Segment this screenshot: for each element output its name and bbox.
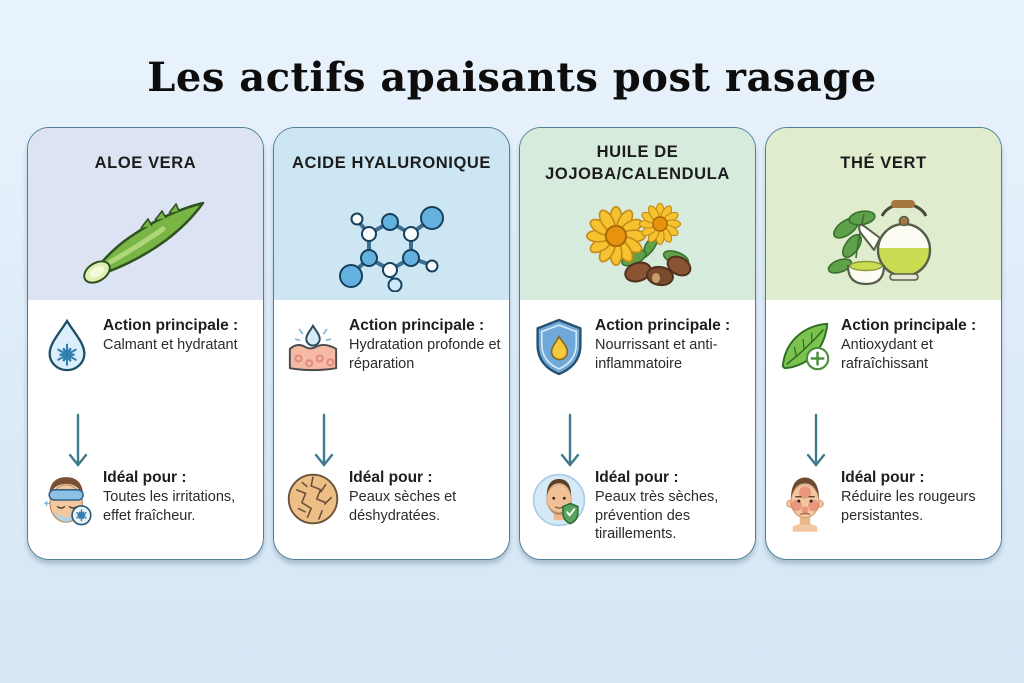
card-huile-jojoba-calendula: HUILE DE JOJOBA/CALENDULA bbox=[519, 127, 756, 560]
card-header: THÉ VERT bbox=[766, 128, 1001, 300]
card-title: THÉ VERT bbox=[840, 153, 927, 172]
ideal-text: Toutes les irritations, effet fraîcheur. bbox=[103, 489, 236, 524]
aloe-vera-leaf-icon bbox=[82, 201, 204, 284]
cards-container: ALOE VERA bbox=[0, 127, 1024, 560]
calendula-jojoba-icon bbox=[572, 192, 691, 287]
action-text: Calmant et hydratant bbox=[103, 337, 238, 354]
action-row: Action principale : Hydratation profonde… bbox=[285, 314, 503, 414]
ideal-row: Idéal pour : Peaux sèches et déshydratée… bbox=[285, 466, 503, 529]
down-arrow-icon bbox=[68, 413, 88, 467]
green-tea-icon bbox=[827, 200, 931, 286]
ideal-row: Idéal pour : Peaux très sèches, préventi… bbox=[531, 466, 749, 543]
card-header: ACIDE HYALURONIQUE bbox=[274, 128, 509, 300]
action-text: Hydratation profonde et réparation bbox=[349, 337, 501, 372]
ideal-text: Peaux sèches et déshydratées. bbox=[349, 489, 457, 524]
action-row: Action principale : Antioxydant et rafra… bbox=[777, 314, 995, 414]
face-cooling-mask-icon bbox=[44, 477, 92, 526]
down-arrow-icon bbox=[806, 413, 826, 467]
leaf-plus-icon bbox=[781, 322, 830, 371]
ideal-label: Idéal pour : bbox=[841, 469, 925, 486]
action-row: Action principale : Calmant et hydratant bbox=[39, 314, 257, 414]
ideal-row: Idéal pour : Réduire les rougeurs persis… bbox=[777, 466, 995, 535]
card-header: HUILE DE JOJOBA/CALENDULA bbox=[520, 128, 755, 300]
shield-oil-drop-icon bbox=[536, 318, 582, 376]
action-label: Action principale : bbox=[595, 317, 731, 334]
ideal-text: Réduire les rougeurs persistantes. bbox=[841, 489, 976, 524]
card-the-vert: THÉ VERT bbox=[765, 127, 1002, 560]
ideal-label: Idéal pour : bbox=[595, 469, 679, 486]
card-title: HUILE DE JOJOBA/CALENDULA bbox=[545, 142, 730, 183]
card-aloe-vera: ALOE VERA bbox=[27, 127, 264, 560]
action-text: Nourrissant et anti-inflammatoire bbox=[595, 337, 718, 372]
ideal-label: Idéal pour : bbox=[349, 469, 433, 486]
action-label: Action principale : bbox=[349, 317, 485, 334]
action-label: Action principale : bbox=[841, 317, 977, 334]
red-face-icon bbox=[786, 477, 824, 532]
droplet-snowflake-icon bbox=[48, 318, 86, 372]
page-title: Les actifs apaisants post rasage bbox=[147, 54, 877, 101]
down-arrow-icon bbox=[560, 413, 580, 467]
ideal-row: Idéal pour : Toutes les irritations, eff… bbox=[39, 466, 257, 531]
action-label: Action principale : bbox=[103, 317, 239, 334]
down-arrow-icon bbox=[314, 413, 334, 467]
card-header: ALOE VERA bbox=[28, 128, 263, 300]
card-title: ACIDE HYALURONIQUE bbox=[291, 153, 492, 172]
card-title: ALOE VERA bbox=[94, 153, 197, 172]
molecule-icon bbox=[338, 206, 444, 292]
action-row: Action principale : Nourrissant et anti-… bbox=[531, 314, 749, 414]
protected-face-icon bbox=[532, 473, 586, 527]
cracked-skin-icon bbox=[287, 473, 339, 525]
ideal-text: Peaux très sèches, prévention des tirail… bbox=[595, 489, 719, 542]
card-acide-hyaluronique: ACIDE HYALURONIQUE bbox=[273, 127, 510, 560]
ideal-label: Idéal pour : bbox=[103, 469, 187, 486]
skin-hydration-icon bbox=[288, 323, 338, 372]
action-text: Antioxydant et rafraîchissant bbox=[841, 337, 933, 372]
